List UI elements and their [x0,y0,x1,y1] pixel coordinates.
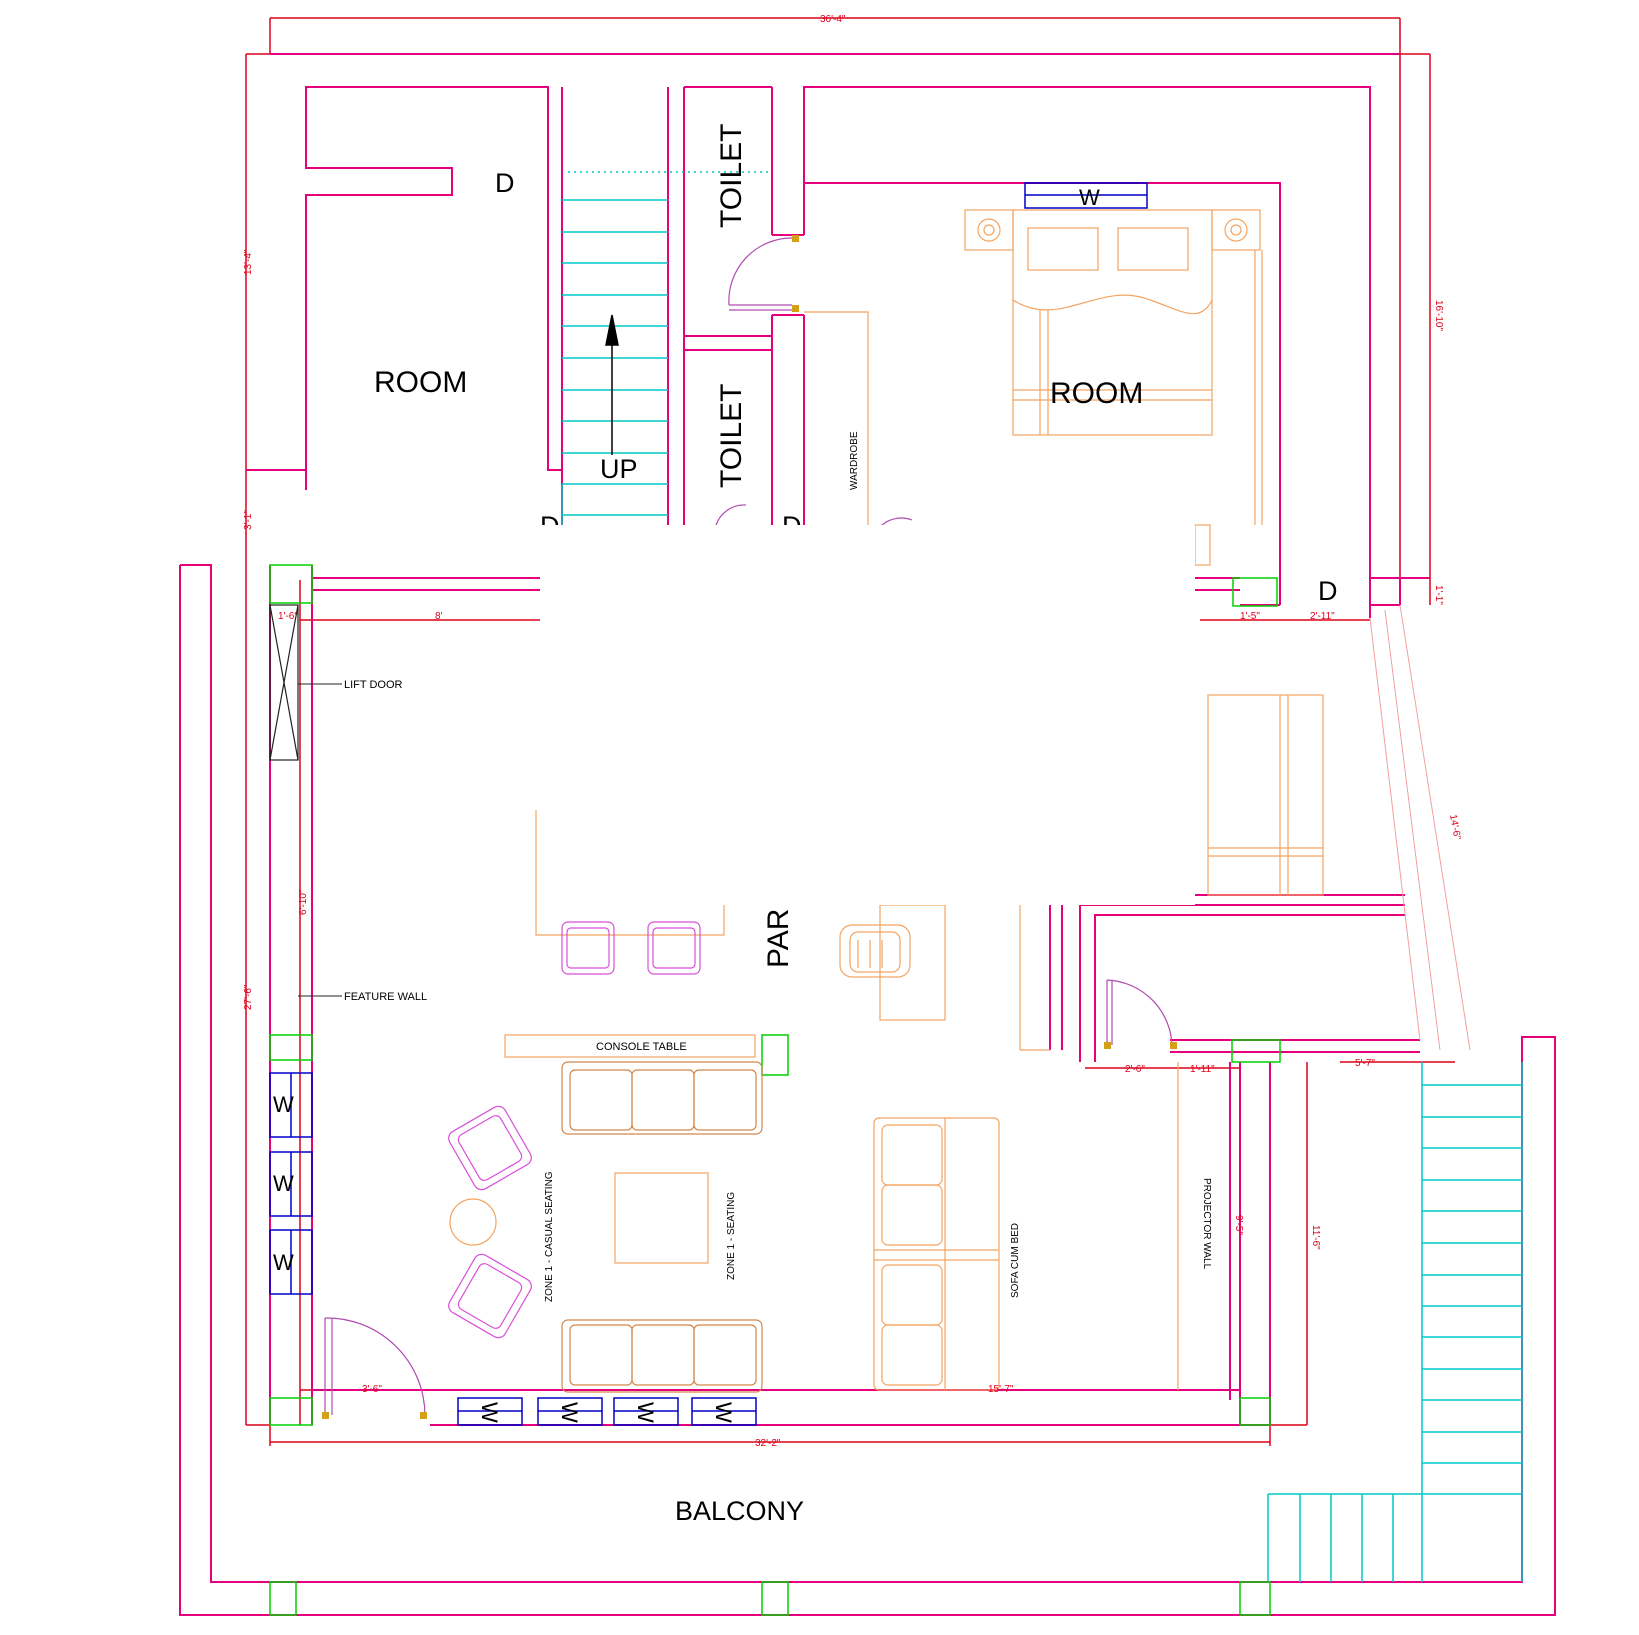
dim-right-mid-a: 2'-6" [1125,1064,1145,1075]
dim-right-stub: 1'-1" [1433,585,1444,605]
dim-lift-run: 8' [435,611,443,622]
leader-lines [298,683,342,997]
window-label-w3: W [273,1250,294,1275]
window-label-w1: W [273,1092,294,1117]
balcony-label: BALCONY [675,1496,804,1526]
blank-region-2 [878,805,1195,905]
casual-chairs [448,1105,532,1339]
coffee-table [614,1172,709,1264]
ramp-lines [1369,604,1471,1051]
zone-seating-note: ZONE 1 - SEATING [726,1192,737,1280]
stair-upper [561,171,770,525]
dim-left-upper: 13'-4" [243,249,254,275]
parking-label: PAR [762,909,795,968]
window-label-b2: W [557,1402,582,1423]
dim-bottom-left: 3'-6" [362,1384,382,1395]
dim-sofa-run: 15'-7" [988,1384,1014,1395]
dim-mid-right-a: 1'-5" [1240,611,1260,622]
projector-wall-note: PROJECTOR WALL [1201,1178,1212,1270]
dim-right-upper: 16'-10" [1433,300,1444,331]
stair-balcony [1267,1062,1523,1582]
lift-door-note: LIFT DOOR [344,679,403,691]
lift-shaft [269,604,299,761]
window-label-b4: W [711,1402,736,1423]
console-table-note: CONSOLE TABLE [596,1041,687,1053]
dim-lift-top: 1'-6" [278,611,298,622]
sofa-bottom [561,1319,763,1393]
room-right-label: ROOM [1050,377,1143,410]
stair-up-label: UP [600,454,638,484]
dim-projector-h: 9'-5" [1233,1215,1244,1235]
window-label-b1: W [477,1402,502,1423]
window-label-w2: W [273,1171,294,1196]
sofa-cum-bed [873,1117,1000,1391]
dim-feature-run: 6'-10" [298,889,309,915]
windows [269,182,1148,1426]
side-table [449,1198,497,1246]
parking-furniture [535,694,1324,1051]
door-label-room: D [495,168,515,198]
blank-region [540,525,1195,805]
zone-casual-note: ZONE 1 - CASUAL SEATING [544,1171,555,1302]
dim-left-lower: 27'-6" [243,984,254,1010]
dining-chairs [561,921,701,975]
dim-right-mid-c: 5'-7" [1355,1058,1375,1069]
window-label-b3: W [633,1402,658,1423]
wardrobe [804,311,869,525]
dim-left-gap: 3'-1" [243,510,254,530]
bed [964,209,1263,566]
stair-up-arrow [605,314,619,455]
dim-mid-right-b: 2'-11" [1310,611,1335,622]
door-label-right: D [1318,576,1338,606]
feature-wall-note: FEATURE WALL [344,991,427,1003]
toilet-lower-label: TOILET [715,384,748,488]
dim-diag-right: 14'-6" [1447,814,1462,841]
wardrobe-note: WARDROBE [849,431,860,490]
dim-bottom-width: 32'-2" [755,1438,781,1449]
walls [179,53,1556,1616]
dim-outer-h: 11'-6" [1310,1225,1321,1250]
columns [269,564,1281,1616]
dim-right-mid-b: 1'-11" [1190,1064,1215,1075]
console-table-shape [504,1034,756,1058]
sofa-top [561,1061,763,1135]
window-label-bedroom: W [1079,185,1100,210]
door-hinges [322,235,1177,1419]
dim-top-width: 36'-4" [820,14,846,25]
doors [324,237,1173,1416]
room-left-label: ROOM [374,366,467,399]
armchair-sketch [839,924,911,978]
sofa-bed-note: SOFA CUM BED [1010,1223,1021,1298]
toilet-upper-label: TOILET [715,124,748,228]
